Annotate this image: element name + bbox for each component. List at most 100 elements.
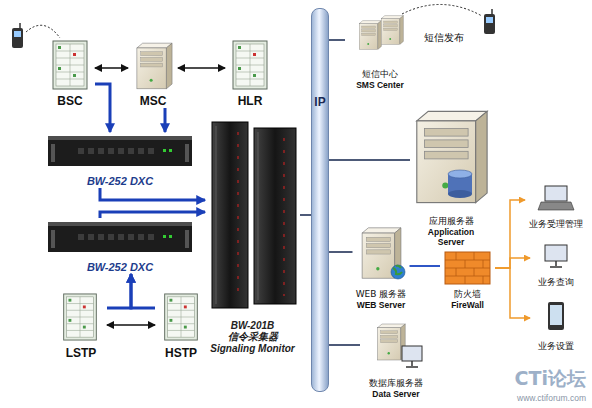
monitor-node: BW-201B信令采集器Signaling Monitor (205, 118, 300, 354)
laptop-icon (545, 186, 567, 201)
stp-node: HSTP (155, 293, 207, 360)
bsc-cabinet (53, 41, 87, 89)
node-label: 数据库服务器 (369, 378, 423, 389)
node-label: Data Server (372, 389, 419, 399)
data-server (378, 324, 423, 367)
node-label: 业务查询 (538, 277, 574, 288)
mobile-phone (402, 4, 495, 34)
laptop-icon (538, 202, 574, 210)
mobile-phone (486, 17, 493, 23)
connector-line (164, 108, 167, 132)
node-label: BW-252 DXC (87, 261, 153, 274)
node-label: FireWall (451, 300, 484, 310)
msc-node: MSC (128, 40, 178, 108)
mobile-phone (14, 31, 21, 37)
connector-line (495, 258, 530, 268)
lstp-cabinet (64, 294, 97, 340)
connector-line (95, 67, 128, 69)
application-server (417, 111, 487, 202)
mobile-phone (12, 28, 23, 48)
client-node: 业务受理管理 (525, 183, 587, 230)
web-server (393, 266, 402, 275)
firewall-node: 防火墙FireWall (440, 250, 495, 310)
node-label: SMS Center (356, 80, 404, 90)
server-node: WEB 服务器WEB Server (353, 222, 410, 310)
dxc-device (48, 136, 192, 166)
application-server (448, 170, 472, 178)
monitor-racks (212, 122, 296, 308)
stp-node: LSTP (55, 293, 107, 360)
node-label: BW-252 DXC (87, 175, 153, 188)
client-node: 业务查询 (530, 243, 582, 288)
watermark-url: www.ctiforum.com (517, 393, 586, 403)
dxc-device (48, 222, 192, 252)
node-label: 业务受理管理 (529, 219, 583, 230)
node-label: 应用服务器 (429, 216, 474, 227)
monitor-icon (550, 261, 562, 267)
connector-line (300, 214, 311, 216)
node-label: 短信中心 (362, 69, 398, 80)
hlr-node: HLR (225, 40, 275, 108)
firewall-wall (445, 252, 490, 284)
firewall-wall (445, 252, 490, 284)
watermark: CTi论坛 (515, 366, 586, 392)
client-node: 业务设置 (530, 300, 582, 352)
node-label: LSTP (66, 346, 97, 360)
server-node: 应用服务器Application Server (410, 105, 492, 247)
connector-line (410, 265, 441, 267)
hstp-cabinet (165, 294, 198, 340)
node-label: IP (314, 95, 325, 109)
mobile-phone (19, 23, 21, 28)
node-label: 防火墙 (454, 289, 481, 300)
msc-server (137, 43, 172, 89)
node-label: WEB Server (357, 300, 406, 310)
tablet-icon (548, 302, 564, 330)
web-server (391, 265, 405, 279)
mobile-phone (402, 4, 482, 16)
mobile-phone (26, 25, 60, 38)
web-server (362, 228, 405, 279)
tablet-icon (548, 302, 564, 330)
node-label: MSC (140, 94, 167, 108)
node-label: 信令采集器 (228, 331, 278, 343)
monitor-icon (545, 245, 567, 261)
bsc-node: BSC (45, 40, 95, 108)
firewall-wall (445, 252, 490, 284)
connector-line (100, 188, 205, 200)
monitor-icon (545, 245, 567, 267)
monitor-racks (238, 132, 284, 300)
caption-label: 短信发布 (424, 31, 464, 45)
node-label: 业务设置 (538, 341, 574, 352)
data-server (406, 361, 418, 367)
node-label: Signaling Monitor (210, 343, 294, 355)
connector-line (329, 39, 345, 41)
sms-server (359, 21, 381, 50)
connector-line (107, 274, 131, 308)
connector-line (495, 268, 530, 318)
connector-line (329, 251, 353, 253)
connector-line (131, 274, 155, 308)
connector-line (329, 344, 360, 346)
mobile-phone (491, 9, 493, 14)
dxc-node: BW-252 DXC (48, 132, 192, 188)
laptop-icon (538, 186, 574, 210)
connector-line (107, 324, 155, 326)
monitor-racks (212, 122, 248, 308)
mobile-phone (484, 14, 495, 34)
monitor-racks (254, 128, 296, 304)
data-server (402, 346, 422, 361)
server-node: 短信中心SMS Center (345, 8, 415, 90)
dxc-node: BW-252 DXC (48, 218, 192, 274)
application-server (417, 111, 487, 202)
tablet-icon (550, 305, 562, 325)
node-label: HLR (238, 94, 263, 108)
application-server (448, 190, 472, 198)
connector-line (329, 159, 410, 161)
connector-line (178, 67, 225, 69)
node-label: Application Server (422, 227, 480, 247)
node-label: BW-201B (231, 320, 275, 332)
ip-backbone: IP (311, 8, 329, 392)
sms-server (381, 16, 403, 45)
node-label: WEB 服务器 (356, 289, 407, 300)
node-label: BSC (57, 94, 82, 108)
